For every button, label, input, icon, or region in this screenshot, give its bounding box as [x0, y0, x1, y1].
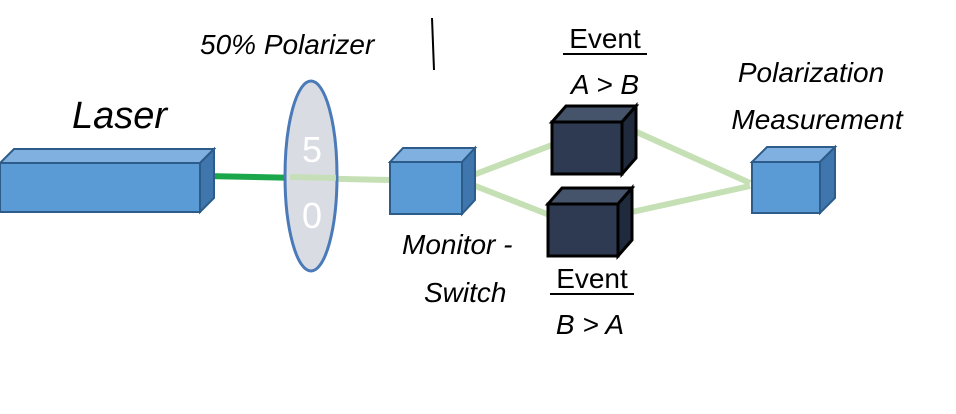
- monitor-switch-label-line2: Switch: [424, 277, 506, 308]
- polarizer-lens: [283, 79, 339, 273]
- polarizer-marker-line: [431, 17, 435, 71]
- event-a-greater-b-box: [548, 102, 640, 178]
- lens-digit-top: 5: [302, 129, 322, 170]
- event-bottom-title: Event: [556, 263, 628, 294]
- lens-digit-bottom: 0: [302, 195, 322, 236]
- beam-event-top-to-measurement: [630, 127, 752, 186]
- event-top-condition: A > B: [569, 69, 639, 100]
- event-b-greater-a-box: [544, 184, 636, 260]
- beam-through-lens: [289, 174, 337, 181]
- measurement-label-line1: Polarization: [738, 57, 884, 88]
- laser-box: [0, 146, 217, 215]
- measurement-label-line2: Measurement: [731, 104, 903, 135]
- event-bottom-condition: B > A: [556, 309, 624, 340]
- polarizer-label: 50% Polarizer: [200, 29, 376, 60]
- beam-event-bottom-to-measurement: [631, 183, 751, 215]
- monitor-switch-label-line1: Monitor -: [402, 229, 512, 260]
- laser-label: Laser: [72, 95, 168, 137]
- monitor-switch-box: [387, 145, 478, 217]
- event-top-title: Event: [569, 23, 641, 54]
- polarization-measurement-box: [749, 144, 838, 216]
